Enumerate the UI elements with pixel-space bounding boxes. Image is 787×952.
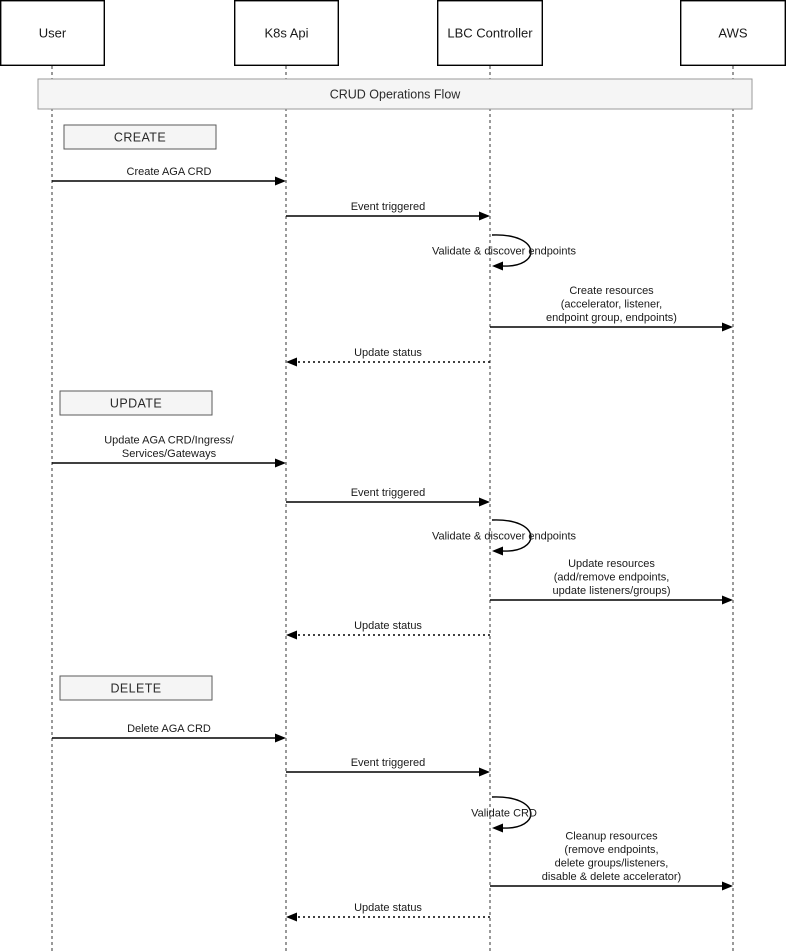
- message-create-resources: Create resources(accelerator, listener,e…: [490, 285, 733, 332]
- message-label-delete-validate-crd: Validate CRD: [471, 808, 537, 820]
- crud-frame-bar: CRUD Operations Flow: [37, 78, 753, 110]
- message-label-create-event-triggered: Event triggered: [351, 201, 426, 213]
- phase-label-update: UPDATE: [110, 396, 162, 410]
- self-loop-path-delete-validate-crd: [491, 796, 532, 829]
- actor-box-user[interactable]: [0, 0, 105, 66]
- message-label-create-update-status: Update status: [354, 347, 422, 359]
- message-label-delete-cleanup-resources: Cleanup resources(remove endpoints,delet…: [542, 831, 681, 884]
- message-delete-event-triggered: Event triggered: [286, 757, 490, 777]
- message-label-update-update-status: Update status: [354, 620, 422, 632]
- arrow-head-delete-update-status: [286, 912, 297, 922]
- message-update-resources: Update resources(add/remove endpoints,up…: [490, 558, 733, 605]
- message-create-event-triggered: Event triggered: [286, 201, 490, 221]
- message-label-update-resources: Update resources(add/remove endpoints,up…: [552, 558, 670, 597]
- message-update-validate-discover: Validate & discover endpoints: [432, 519, 577, 556]
- message-create-validate-discover: Validate & discover endpoints: [432, 234, 577, 271]
- message-label-delete-aga-crd: Delete AGA CRD: [127, 723, 211, 735]
- actor-label-k8s-api: K8s Api: [264, 25, 308, 40]
- arrow-head-create-aga-crd: [275, 176, 286, 186]
- crud-frame-rect: [37, 78, 753, 110]
- actor-box-lbc-controller[interactable]: [437, 0, 544, 66]
- self-loop-path-create-validate-discover: [491, 234, 532, 267]
- message-label-update-aga-crd: Update AGA CRD/Ingress/Services/Gateways: [104, 435, 235, 461]
- message-label-create-resources: Create resources(accelerator, listener,e…: [546, 285, 677, 324]
- actor-label-lbc-controller: LBC Controller: [447, 25, 533, 40]
- phase-labels-layer: CREATE UPDATE DELETE: [59, 124, 217, 701]
- arrow-head-update-aga-crd: [275, 458, 286, 468]
- arrow-head-create-validate-discover: [492, 261, 503, 271]
- actor-boxes-layer: User K8s Api LBC Controller AWS: [0, 0, 787, 66]
- message-create-aga-crd: Create AGA CRD: [52, 166, 286, 186]
- arrow-head-update-validate-discover: [492, 546, 503, 556]
- actor-label-user: User: [39, 25, 67, 40]
- actor-box-aws[interactable]: [680, 0, 787, 66]
- arrow-head-update-update-status: [286, 630, 297, 640]
- message-update-event-triggered: Event triggered: [286, 487, 490, 507]
- message-update-aga-crd: Update AGA CRD/Ingress/Services/Gateways: [52, 435, 286, 468]
- message-create-update-status: Update status: [286, 347, 490, 367]
- message-delete-cleanup-resources: Cleanup resources(remove endpoints,delet…: [490, 831, 733, 891]
- phase-label-delete: DELETE: [110, 681, 161, 695]
- arrow-head-delete-aga-crd: [275, 733, 286, 743]
- message-delete-aga-crd: Delete AGA CRD: [52, 723, 286, 743]
- message-label-update-validate-discover: Validate & discover endpoints: [432, 531, 577, 543]
- message-delete-update-status: Update status: [286, 902, 490, 922]
- lifelines-layer: [51, 66, 734, 952]
- arrow-head-create-update-status: [286, 357, 297, 367]
- crud-frame-title: CRUD Operations Flow: [330, 87, 462, 101]
- message-label-create-validate-discover: Validate & discover endpoints: [432, 246, 577, 258]
- message-label-create-aga-crd: Create AGA CRD: [127, 166, 212, 178]
- message-label-update-event-triggered: Event triggered: [351, 487, 426, 499]
- arrow-head-create-event-triggered: [479, 211, 490, 221]
- message-label-delete-update-status: Update status: [354, 902, 422, 914]
- self-loop-path-update-validate-discover: [491, 519, 532, 552]
- actor-label-aws: AWS: [718, 25, 747, 40]
- actor-box-k8s-api[interactable]: [233, 0, 339, 66]
- message-update-update-status: Update status: [286, 620, 490, 640]
- message-delete-validate-crd: Validate CRD: [471, 796, 537, 833]
- arrow-head-update-resources: [722, 595, 733, 605]
- arrow-head-delete-cleanup-resources: [722, 881, 733, 891]
- phase-label-create: CREATE: [114, 130, 166, 144]
- message-label-delete-event-triggered: Event triggered: [351, 757, 426, 769]
- arrow-head-update-event-triggered: [479, 497, 490, 507]
- arrow-head-delete-event-triggered: [479, 767, 490, 777]
- phase-box-delete: [59, 675, 213, 701]
- phase-box-create: [63, 124, 217, 150]
- arrow-head-delete-validate-crd: [492, 823, 503, 833]
- phase-box-update: [59, 390, 213, 416]
- arrow-head-create-resources: [722, 322, 733, 332]
